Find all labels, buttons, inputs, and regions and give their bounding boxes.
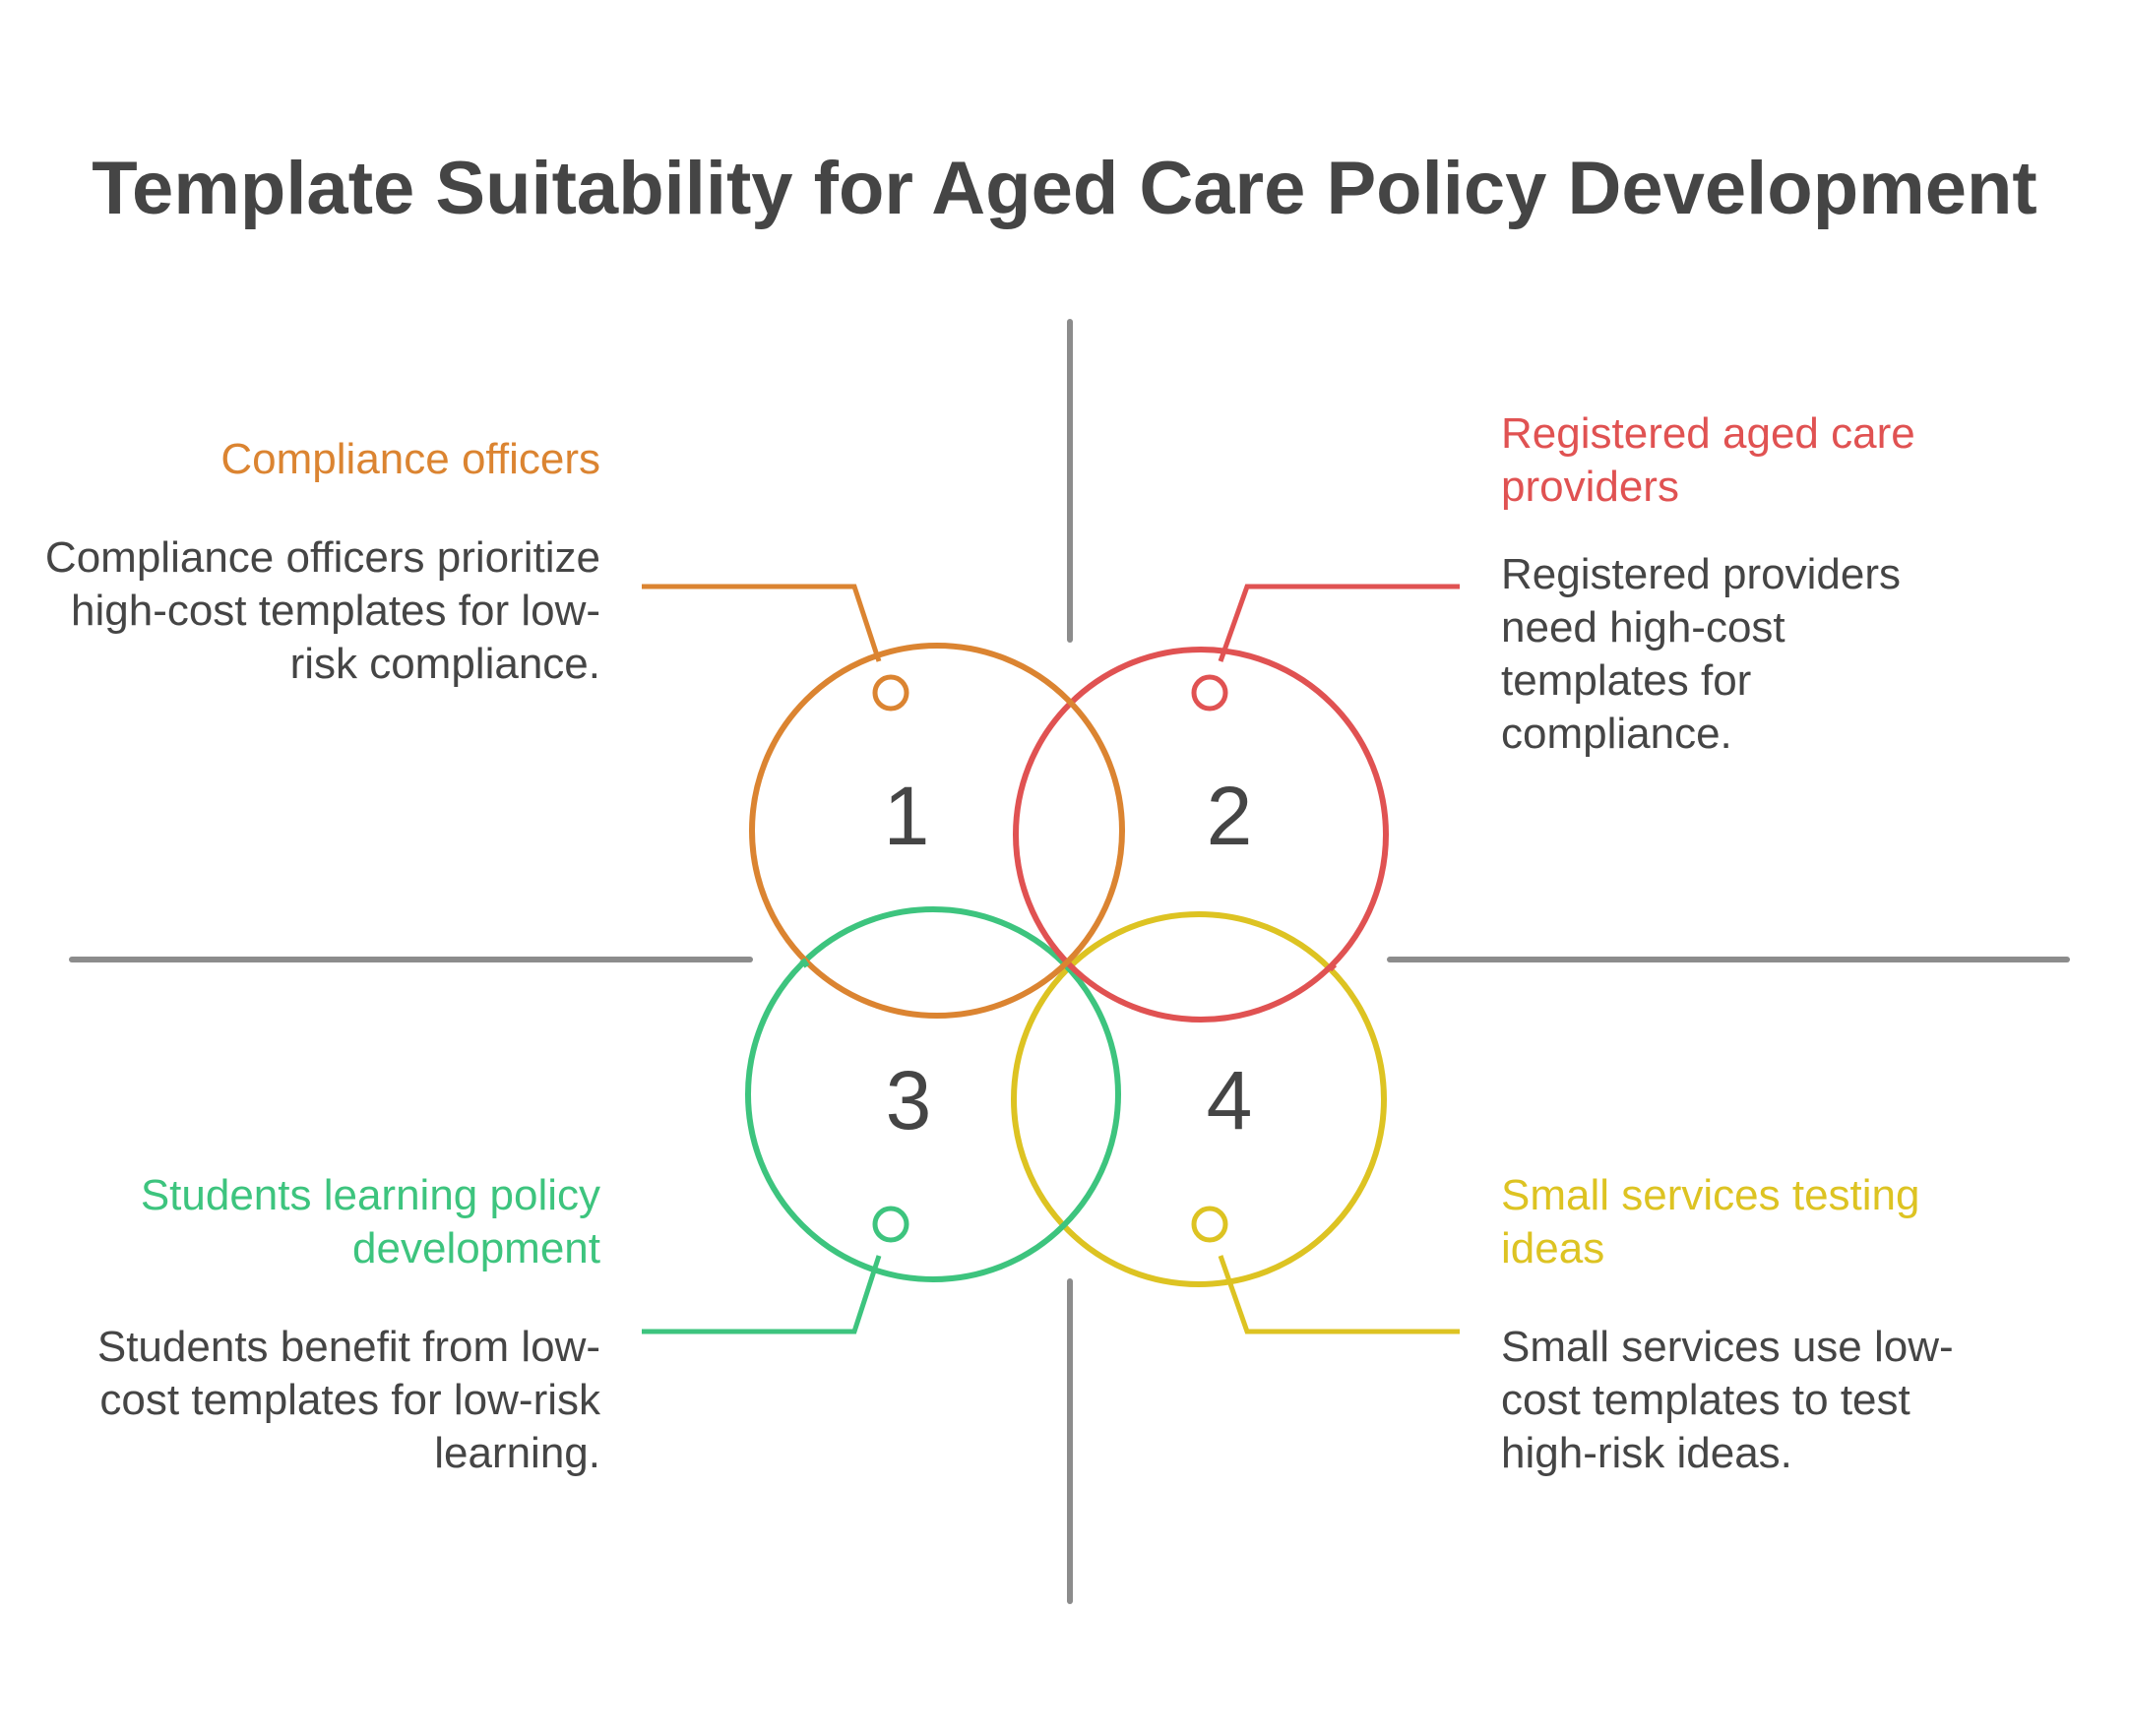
connector-dot-1 — [872, 674, 909, 712]
connector-dot-4 — [1191, 1206, 1228, 1243]
quadrant-4-description: Small services use low-cost templates to… — [1501, 1323, 1954, 1477]
connector-1 — [642, 584, 882, 662]
connector-4 — [1218, 1255, 1460, 1334]
axes — [69, 319, 2070, 1604]
quadrant-number-1: 1 — [884, 770, 930, 862]
quadrant-number-3: 3 — [886, 1054, 932, 1147]
circle-1 — [749, 643, 1125, 1019]
quadrant-2-title: Registered aged care providers — [1501, 409, 1915, 511]
quadrant-3-description: Students benefit from low-cost templates… — [96, 1323, 600, 1477]
quadrant-3-title: Students learning policy development — [140, 1171, 600, 1272]
connector-dot-3 — [872, 1206, 909, 1243]
weave-3-over-1 — [799, 958, 810, 968]
circle-3 — [745, 906, 1121, 1282]
quadrant-1-description: Compliance officers prioritize high-cost… — [44, 533, 600, 688]
quadrant-4-title: Small services testing ideas — [1501, 1171, 1920, 1272]
quadrant-number-2: 2 — [1207, 770, 1253, 862]
connector-dot-2 — [1191, 674, 1228, 712]
quadrant-2-description: Registered providers need high-cost temp… — [1501, 550, 1901, 758]
page-title: Template Suitability for Aged Care Polic… — [92, 147, 2037, 230]
quadrant-number-4: 4 — [1207, 1054, 1253, 1147]
weave-2-over-4 — [1327, 961, 1338, 972]
circle-2 — [1013, 647, 1389, 1023]
quadrant-1-title: Compliance officers — [220, 435, 600, 483]
connector-2 — [1218, 584, 1460, 662]
connector-3 — [642, 1255, 882, 1334]
circle-4 — [1011, 911, 1387, 1287]
